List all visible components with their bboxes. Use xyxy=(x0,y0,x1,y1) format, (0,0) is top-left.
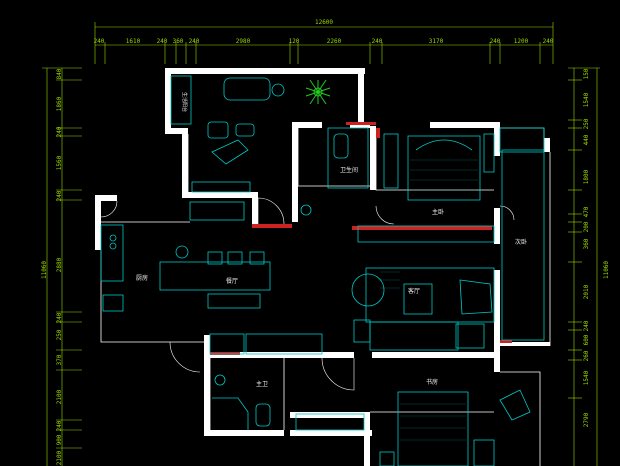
hatch-pattern xyxy=(380,159,478,441)
chair-icon xyxy=(207,121,229,139)
left-dim-1: 1860 xyxy=(56,96,63,111)
room-dining: 餐厅 xyxy=(226,277,238,285)
dining-chair xyxy=(207,251,223,265)
balcony-sofa xyxy=(223,77,271,101)
right-dim-7: 360 xyxy=(583,238,590,249)
right-dimension-chain xyxy=(568,67,600,466)
right-total-label: 11060 xyxy=(603,261,610,279)
threshold-marks xyxy=(210,122,512,355)
left-total-label: 11060 xyxy=(41,261,48,279)
top-dimension-labels: 240 1610 240 360 240 2980 120 2260 240 3… xyxy=(94,38,554,45)
right-dim-8: 2010 xyxy=(583,284,590,299)
top-dim-6: 120 xyxy=(289,38,300,45)
right-dim-9: 240 xyxy=(583,320,590,331)
right-dimension-labels: 150 1540 250 440 1800 470 200 360 2010 2… xyxy=(583,68,590,427)
lounge-chair-icon-2 xyxy=(499,389,531,421)
top-dim-9: 3170 xyxy=(429,38,444,45)
room-kitchen: 厨房 xyxy=(136,274,148,282)
kitchen-counter-left xyxy=(100,224,124,282)
walls xyxy=(95,68,550,466)
room-bathroom: 主卫 xyxy=(256,380,268,388)
right-dim-10: 600 xyxy=(583,334,590,345)
outline-walls xyxy=(100,127,551,466)
stove-icon xyxy=(109,234,117,242)
bar-stool xyxy=(175,245,189,259)
right-dim-6: 200 xyxy=(583,221,590,232)
top-dim-5: 2980 xyxy=(236,38,251,45)
right-dim-2: 250 xyxy=(583,118,590,129)
right-dim-0: 150 xyxy=(583,68,590,79)
plant-icon xyxy=(305,79,331,105)
left-dim-12: 2100 xyxy=(56,450,63,465)
right-dim-5: 470 xyxy=(583,206,590,217)
left-dim-6: 240 xyxy=(56,312,63,323)
kitchen-counter-upper xyxy=(191,181,251,193)
left-dim-0: 840 xyxy=(56,68,63,79)
top-dim-3: 360 xyxy=(173,38,184,45)
bed-icon xyxy=(407,135,481,201)
left-dim-9: 2100 xyxy=(56,389,63,404)
top-dim-2: 240 xyxy=(157,38,168,45)
top-dim-7: 2260 xyxy=(327,38,342,45)
left-dim-8: 370 xyxy=(56,354,63,365)
left-dim-11: 900 xyxy=(56,434,63,445)
right-dim-12: 1540 xyxy=(583,370,590,385)
right-dim-4: 1800 xyxy=(583,169,590,184)
top-dim-1: 1610 xyxy=(126,38,141,45)
left-dim-4: 240 xyxy=(56,190,63,201)
left-dim-2: 240 xyxy=(56,126,63,137)
side-table xyxy=(235,123,255,137)
left-dim-10: 240 xyxy=(56,420,63,431)
room-bedroom-3: 书房 xyxy=(426,378,438,386)
top-dim-0: 240 xyxy=(94,38,105,45)
top-dim-10: 240 xyxy=(490,38,501,45)
top-dim-4: 240 xyxy=(189,38,200,45)
left-dim-5: 2880 xyxy=(56,257,63,272)
sink-icon xyxy=(102,294,124,312)
toilet-icon xyxy=(333,133,349,159)
top-dimension-chain xyxy=(94,22,554,64)
room-bedroom-2: 次卧 xyxy=(515,238,527,246)
balcony-cabinet xyxy=(170,75,192,125)
toilet-icon-2 xyxy=(255,403,271,427)
cabinet-lower xyxy=(209,333,245,355)
armchair xyxy=(459,279,493,315)
sofa-icon xyxy=(369,321,459,351)
dining-table-icon xyxy=(159,261,271,291)
right-dim-13: 2790 xyxy=(583,412,590,427)
right-dim-1: 1540 xyxy=(583,92,590,107)
room-living: 客厅 xyxy=(408,287,420,295)
lounge-chair-icon xyxy=(211,139,249,165)
bed-icon-2 xyxy=(397,391,469,466)
top-dim-8: 240 xyxy=(372,38,383,45)
left-dim-7: 250 xyxy=(56,329,63,340)
room-labels: 生活阳台 卫生间 主卧 次卧 厨房 餐厅 客厅 主卫 书房 xyxy=(136,92,527,388)
right-dim-3: 440 xyxy=(583,134,590,145)
top-dim-11: 1200 xyxy=(514,38,529,45)
left-dimension-labels: 840 1860 240 1560 240 2880 240 250 370 2… xyxy=(56,68,63,465)
dining-chair xyxy=(249,251,265,265)
balcony-stool xyxy=(271,83,285,97)
total-width-label: 12600 xyxy=(315,19,333,26)
furniture xyxy=(100,75,545,466)
room-toilet: 卫生间 xyxy=(340,166,358,174)
left-dim-3: 1560 xyxy=(56,155,63,170)
dining-chair xyxy=(227,251,243,265)
left-dimension-chain xyxy=(42,67,82,466)
top-dim-12: 240 xyxy=(543,38,554,45)
room-bedroom-master: 主卧 xyxy=(432,208,444,216)
right-dim-11: 260 xyxy=(583,350,590,361)
round-table xyxy=(351,273,385,307)
room-balcony: 生活阳台 xyxy=(181,92,188,112)
